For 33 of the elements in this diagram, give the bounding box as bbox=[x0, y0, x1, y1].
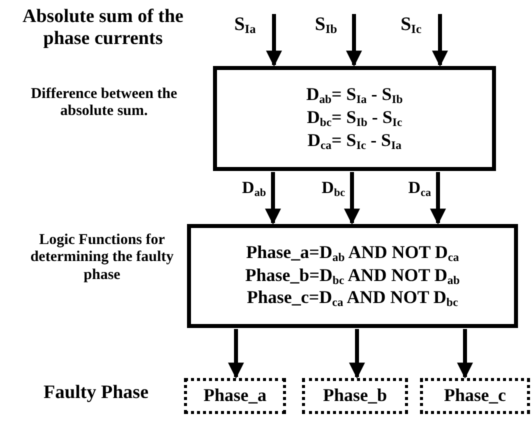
equation-text: Phase_b=D$_{bc}$ AND NOT D$_{ab}$ bbox=[245, 264, 460, 288]
arrow bbox=[265, 172, 281, 225]
arrow bbox=[430, 172, 446, 225]
edge-label: D$_{bc}$ bbox=[322, 179, 345, 199]
arrow bbox=[346, 14, 362, 67]
equation-text: Phase_a=D$_{ab}$ AND NOT D$_{ca}$ bbox=[246, 242, 459, 265]
annotation-text: Logic Functions for determining the faulty phase bbox=[29, 232, 175, 284]
equation-text: D$_{bc}$= S$_{Ib}$ - S$_{Ic}$ bbox=[306, 107, 402, 130]
process-box bbox=[213, 66, 496, 171]
signal-label: S$_{Ib}$ bbox=[314, 14, 338, 36]
arrow bbox=[432, 14, 448, 67]
signal-label: S$_{Ic}$ bbox=[400, 14, 422, 36]
output-box bbox=[302, 378, 408, 414]
annotation-text: Difference between the absolute sum. bbox=[30, 86, 178, 120]
arrow bbox=[228, 329, 244, 379]
annotation-text: Absolute sum of the phase currents bbox=[22, 6, 184, 50]
equation-text: D$_{ab}$= S$_{Ia}$ - S$_{Ib}$ bbox=[306, 84, 403, 108]
node-text: Phase_b bbox=[322, 385, 387, 407]
signal-label: S$_{Ia}$ bbox=[234, 14, 256, 36]
node-text: Phase_c bbox=[444, 385, 506, 407]
arrow bbox=[266, 14, 282, 67]
arrow bbox=[344, 172, 360, 225]
process-box bbox=[187, 224, 518, 328]
node-text: Phase_a bbox=[204, 385, 266, 407]
equation-text: D$_{ca}$= S$_{Ic}$ - S$_{Ia}$ bbox=[308, 130, 402, 153]
arrow bbox=[349, 329, 365, 379]
equation-text: Phase_c=D$_{ca}$ AND NOT D$_{bc}$ bbox=[246, 287, 458, 310]
output-box bbox=[184, 378, 286, 414]
edge-label: D$_{ab}$ bbox=[242, 179, 266, 199]
arrow bbox=[457, 329, 473, 379]
edge-label: D$_{ca}$ bbox=[408, 179, 431, 199]
annotation-text: Faulty Phase bbox=[42, 382, 150, 404]
output-box bbox=[420, 378, 530, 414]
